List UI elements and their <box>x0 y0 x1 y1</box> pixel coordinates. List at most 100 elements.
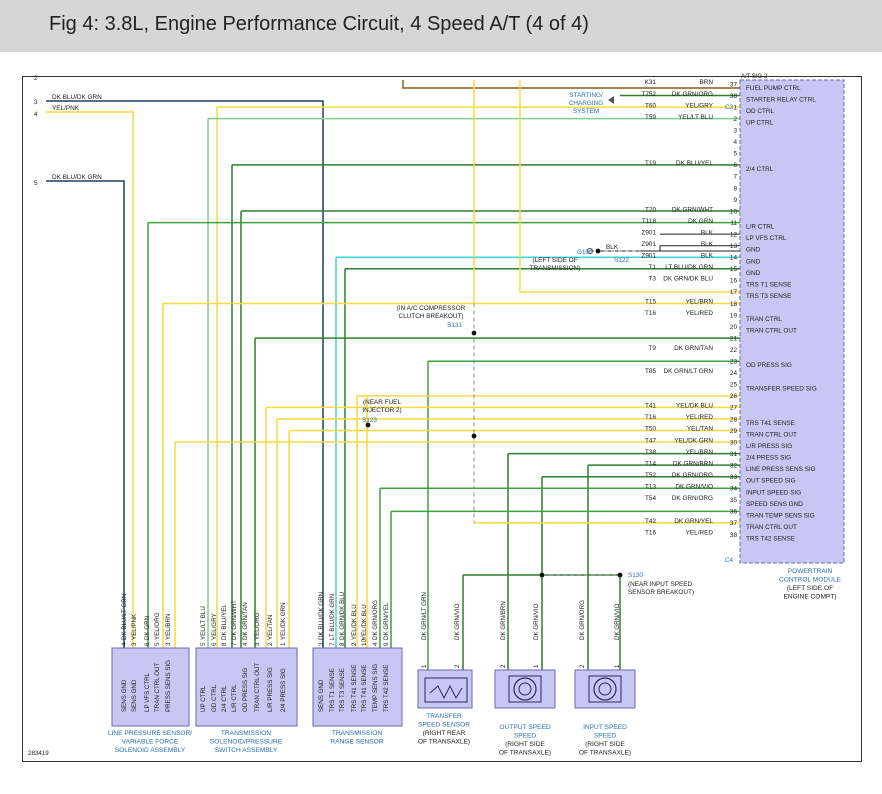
splice-id: S130 <box>628 572 643 579</box>
pcm-circuit-id: T9 <box>649 345 657 352</box>
pcm-pin-function: TRAN CTRL OUT <box>746 328 797 335</box>
pcm-pin-number: 23 <box>730 359 738 366</box>
pcm-wire-color: DK GRN/DK BLU <box>663 276 713 283</box>
pcm-wire-color: DK GRN <box>688 218 713 225</box>
pcm-circuit-id: Z901 <box>641 229 656 236</box>
ground-note: TRANSMISSION) <box>530 265 581 272</box>
pcm-module-label: ENGINE COMPT) <box>783 594 836 601</box>
pcm-circuit-id: T38 <box>645 449 656 456</box>
pcm-pin-function: L/R PRESS SIG <box>746 443 792 450</box>
pcm-pin-number: 5 <box>733 151 737 158</box>
connector-pin-number: 7 <box>231 642 238 646</box>
pcm-circuit-id: T16 <box>645 530 656 537</box>
ground-splice-id: S122 <box>614 257 629 264</box>
connector-pin-number: 9 <box>383 642 390 646</box>
pcm-wire-color: YEL/DK BLU <box>676 403 713 410</box>
pcm-circuit-id: T85 <box>645 368 656 375</box>
pcm-circuit-id: T14 <box>645 460 656 467</box>
component-label: (RIGHT REAR <box>423 730 466 737</box>
pcm-pin-number: 8 <box>733 185 737 192</box>
solenoid-pressure-switch-assembly <box>195 647 298 727</box>
pcm-pin-function: STARTER RELAY CTRL <box>746 97 816 104</box>
gnd-wire <box>659 245 740 251</box>
connector-pin-function: TRS T41 SENSE <box>361 665 368 712</box>
connector-pin-number: 8 <box>221 642 228 646</box>
connector-pin-number: 4 <box>372 642 379 646</box>
connector-pin-number: 1 <box>421 664 428 668</box>
component-label: SOLENOID ASSEMBLY <box>115 747 186 754</box>
connector-pin-number: 2 <box>500 664 507 668</box>
pcm-pin-number: 26 <box>730 393 738 400</box>
pcm-pin-number: 27 <box>730 405 738 412</box>
pcm-pin-number: 35 <box>730 497 738 504</box>
connector-wire-color: DK GRN/VIO <box>533 603 540 640</box>
pcm-top-cut-label: A/T SIG 2 <box>741 74 768 80</box>
pcm-pin-function: OD CTRL <box>746 108 774 115</box>
component-label: TRANSMISSION <box>332 730 382 737</box>
connector-pin-function: 2/4 PRESS SIG <box>280 668 287 712</box>
splice-note: SENSOR BREAKOUT) <box>628 589 694 596</box>
pcm-wire-color: DK GRN/WHT <box>672 206 713 213</box>
pcm-pin-function: GND <box>746 247 761 254</box>
pcm-pin-number: 37 <box>730 520 738 527</box>
pcm-wire-color: DK GRN/BRN <box>673 460 714 467</box>
component-label: OF TRANSAXLE) <box>499 750 551 757</box>
s130-splice-dot <box>539 572 545 578</box>
component-label: SWITCH ASSEMBLY <box>215 747 278 754</box>
connector-pin-function: SENS GND <box>318 679 325 712</box>
pcm-pin-number: 31 <box>730 451 738 458</box>
pcm-pin-function: TRS T1 SENSE <box>746 281 791 288</box>
pcm-pin-number: 2 <box>733 116 737 123</box>
connector-pin-number: 6 <box>211 642 218 646</box>
connector-pin-number: 4 <box>242 642 249 646</box>
pcm-wire-color: DK BLU/YEL <box>676 160 713 167</box>
connector-wire-color: LT BLU/DK GRN <box>329 594 336 640</box>
pcm-pin-function: SPEED SENS GND <box>746 501 803 508</box>
pcm-wire-color: YEL/BRN <box>686 299 714 306</box>
input-speed-sensor-icon <box>598 682 612 696</box>
connector-wire-color: DK GRN/ORG <box>372 600 379 640</box>
pcm-pin-number: 17 <box>730 289 738 296</box>
connector-wire-color: DK GRN <box>144 616 151 640</box>
figure-title: Fig 4: 3.8L, Engine Performance Circuit,… <box>49 13 589 35</box>
pcm-pin-function: GND <box>746 258 761 265</box>
connector-wire-color: DK GRN/VIO <box>614 603 621 640</box>
pcm-circuit-id: Z901 <box>641 241 656 248</box>
connector-pin-number: 1 <box>533 664 540 668</box>
pcm-pin-number: 1 <box>733 104 737 111</box>
pcm-circuit-id: T15 <box>645 299 656 306</box>
connector-wire-color: YEL/ORG <box>154 612 161 640</box>
pcm-pin-function: TRAN CTRL <box>746 316 782 323</box>
connector-wire-color: YEL/ORG <box>254 612 261 640</box>
left-wire-color: DK BLU/DK GRN <box>52 174 102 181</box>
splice-id: S131 <box>447 322 462 329</box>
transfer-sensor-coil-icon <box>429 684 463 700</box>
pcm-pin-number: 34 <box>730 486 738 493</box>
ground-icon <box>587 248 593 254</box>
left-wire-number: 3 <box>34 99 38 106</box>
connector-wire-color: DK GRN/DK BLU <box>339 592 346 640</box>
connector-wire-color: DK GRN/VIO <box>454 603 461 640</box>
connector-pin-function: TEMP SENS SIG <box>372 664 379 712</box>
pcm-pin-number: 7 <box>733 174 737 181</box>
connector-pin-number: 3 <box>318 642 325 646</box>
connector-pin-number: 2 <box>579 664 586 668</box>
pcm-pin-function: OUT SPEED SIG <box>746 478 796 485</box>
pcm-pin-number: 25 <box>730 382 738 389</box>
pcm-pin-number: 4 <box>733 139 737 146</box>
pcm-pin-number: 24 <box>730 370 738 377</box>
connector-wire-color: DK GRN/WHT <box>231 600 238 640</box>
connector-pin-number: 7 <box>329 642 336 646</box>
connector-pin-number: 2 <box>454 664 461 668</box>
component-label: INPUT SPEED <box>583 724 627 731</box>
pcm-circuit-id: T118 <box>642 218 657 225</box>
component-label: SPEED <box>514 733 537 740</box>
starting-charging-label: STARTING/ <box>569 92 603 99</box>
connector-pin-number: 3 <box>165 642 172 646</box>
pcm-pin-function: TRAN TEMP SENS SIG <box>746 512 815 519</box>
pcm-pin-function: 2/4 CTRL <box>746 166 774 173</box>
pcm-pin-number: 6 <box>733 162 737 169</box>
pcm-pin-number: 14 <box>730 255 738 262</box>
connector-wire-color: DK GRN/YEL <box>383 602 390 640</box>
